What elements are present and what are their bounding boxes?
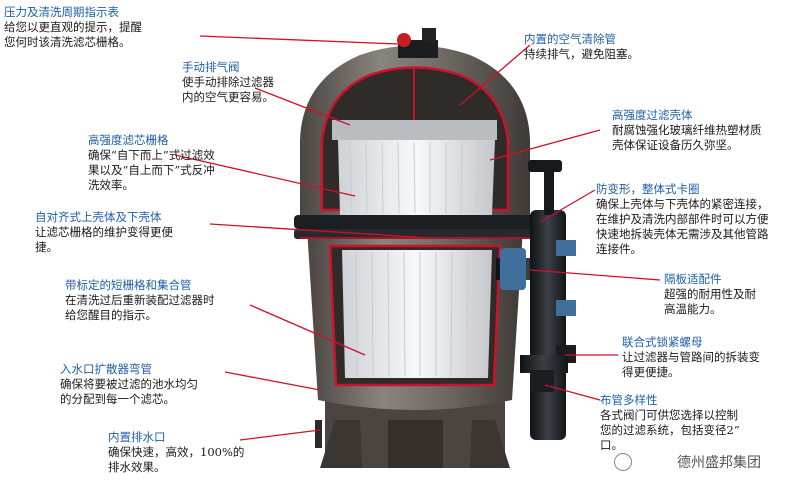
- annotation-desc: 让过滤器与管路间的拆装变 得更便捷。: [622, 350, 760, 379]
- annotation-title: 带标定的短栅格和集合管: [65, 278, 192, 292]
- annotation-title: 隔板适配件: [664, 272, 722, 286]
- annotation-desc: 持续排气，避免阻塞。: [524, 47, 639, 61]
- annotation-title: 布管多样性: [600, 393, 658, 407]
- annotation-clamp: 防变形，整体式卡圈 确保上壳体与下壳体的紧密连接， 在维护及清洗内部部件时可以方…: [596, 182, 801, 257]
- annotation-plumbing: 布管多样性 各式阀门可供您选择以控制 您的过滤系统，包括变径2” 口。: [600, 393, 790, 453]
- annotation-title: 内置排水口: [108, 430, 166, 444]
- annotation-union: 联合式锁紧螺母 让过滤器与管路间的拆装变 得更便捷。: [622, 335, 797, 380]
- annotation-shell: 高强度过滤壳体 耐腐蚀强化玻璃纤维热塑材质 壳体保证设备历久弥坚。: [612, 108, 800, 153]
- annotation-title: 高强度滤芯栅格: [88, 133, 169, 147]
- annotation-title: 高强度过滤壳体: [612, 108, 693, 122]
- annotation-desc: 超强的耐用性及耐 高温能力。: [664, 287, 756, 316]
- annotation-title: 压力及清洗周期指示表: [4, 5, 119, 19]
- leader-lines: [174, 35, 661, 441]
- watermark-logo-icon: [614, 453, 632, 471]
- lower-cutaway: [328, 244, 502, 387]
- annotation-cartridge: 高强度滤芯栅格 确保“自下而上”式过滤效 果以及“自上而下”式反冲 洗效率。: [88, 133, 278, 193]
- pressure-gauge: [397, 28, 438, 58]
- annotation-inlet: 入水口扩散器弯管 确保将要被过滤的池水均匀 的分配到每一个滤芯。: [60, 362, 260, 407]
- annotation-desc: 确保上壳体与下壳体的紧密连接， 在维护及清洗内部部件时可以方便 快速地拆装壳体无…: [596, 197, 769, 256]
- annotation-short-grid: 带标定的短栅格和集合管 在清洗过后重新装配过滤器时 给您醒目的指示。: [65, 278, 275, 323]
- annotation-title: 联合式锁紧螺母: [622, 335, 703, 349]
- annotation-desc: 耐腐蚀强化玻璃纤维热塑材质 壳体保证设备历久弥坚。: [612, 123, 762, 152]
- annotation-title: 入水口扩散器弯管: [60, 362, 152, 376]
- annotation-title: 手动排气阀: [182, 60, 240, 74]
- annotation-desc: 各式阀门可供您选择以控制 您的过滤系统，包括变径2” 口。: [600, 408, 740, 452]
- annotation-bulkhead: 隔板适配件 超强的耐用性及耐 高温能力。: [664, 272, 794, 317]
- annotation-desc: 给您以更直观的提示，提醒 您何时该清洗滤芯栅格。: [4, 20, 142, 49]
- annotation-desc: 使手动排除过滤器 内的空气更容易。: [182, 75, 274, 104]
- annotation-desc: 让滤芯栅格的维护变得更便 捷。: [35, 225, 173, 254]
- annotation-desc: 确保将要被过滤的池水均匀 的分配到每一个滤芯。: [60, 377, 198, 406]
- watermark: 德州盛邦集团: [674, 452, 764, 472]
- annotation-title: 自对齐式上壳体及下壳体: [35, 210, 162, 224]
- annotation-desc: 确保“自下而上”式过滤效 果以及“自上而下”式反冲 洗效率。: [88, 148, 215, 192]
- upper-cutaway: [320, 66, 510, 215]
- annotation-title: 防变形，整体式卡圈: [596, 182, 700, 196]
- annotation-desc: 确保快速，高效，100%的 排水效果。: [108, 445, 245, 474]
- annotation-self-align: 自对齐式上壳体及下壳体 让滤芯栅格的维护变得更便 捷。: [35, 210, 235, 255]
- annotation-manual-vent: 手动排气阀 使手动排除过滤器 内的空气更容易。: [182, 60, 322, 105]
- clamp-band: [294, 215, 536, 239]
- annotation-air-relief: 内置的空气清除管 持续排气，避免阻塞。: [524, 32, 694, 62]
- plumbing: [496, 160, 576, 440]
- annotation-desc: 在清洗过后重新装配过滤器时 给您醒目的指示。: [65, 293, 215, 322]
- annotation-title: 内置的空气清除管: [524, 32, 616, 46]
- annotation-drain: 内置排水口 确保快速，高效，100%的 排水效果。: [108, 430, 278, 475]
- annotation-gauge: 压力及清洗周期指示表 给您以更直观的提示，提醒 您何时该清洗滤芯栅格。: [4, 5, 214, 50]
